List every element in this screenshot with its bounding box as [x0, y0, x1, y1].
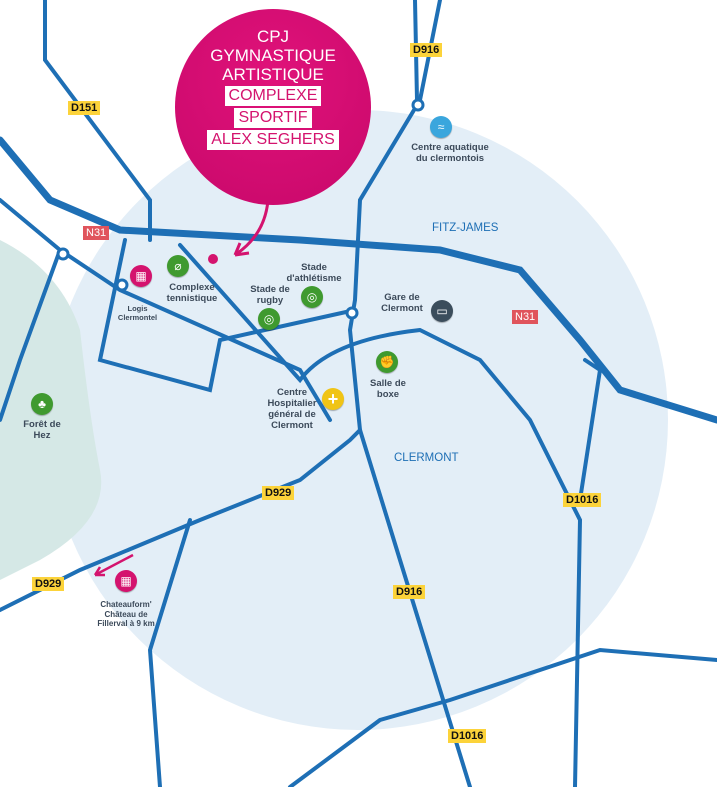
bubble-title: CPJ [256, 27, 290, 46]
poi-label-aquatique: Centre aquatique du clermontois [411, 142, 489, 164]
area-clermont: CLERMONT [394, 452, 459, 464]
bubble-title: ARTISTIQUE [222, 65, 324, 84]
hotel-icon[interactable]: ▦ [130, 265, 152, 287]
poi-label-athletisme: Stade d'athlétisme [286, 262, 342, 284]
bubble-subtitle: SPORTIF [234, 108, 312, 128]
poi-label-logis: Logis Clermontel [117, 304, 158, 322]
train-icon[interactable]: ▭ [431, 300, 453, 322]
plus-icon[interactable]: + [322, 388, 344, 410]
road [97, 238, 357, 393]
arrow-icon [233, 199, 270, 257]
tree-icon[interactable]: ♣ [31, 393, 53, 415]
road-label-d916: D916 [393, 585, 426, 599]
road [0, 248, 62, 422]
bubble-subtitle: COMPLEXE [224, 86, 322, 106]
d929-road [0, 428, 362, 612]
road-label-n31: N31 [512, 310, 539, 324]
poi-label-tennis: Complexe tennistique [166, 282, 218, 304]
area-fitz-james: FITZ-JAMES [432, 222, 499, 234]
bubble-title: GYMNASTIQUE [210, 46, 336, 65]
hotel-icon[interactable]: ▦ [115, 570, 137, 592]
arrow-icon [93, 553, 134, 577]
swimmer-icon[interactable]: ≈ [430, 116, 452, 138]
bubble-subtitle: ALEX SEGHERS [207, 130, 339, 150]
road-label-d1016: D1016 [448, 729, 487, 743]
venue-marker [208, 254, 218, 264]
road [288, 647, 717, 787]
poi-label-gare: Gare de Clermont [381, 292, 423, 314]
poi-label-chateau: Chateauform' Château de Fillerval à 9 km [97, 600, 155, 628]
road [578, 358, 603, 502]
road [147, 518, 192, 787]
road-label-d929: D929 [32, 577, 65, 591]
stadium-icon[interactable]: ◎ [301, 286, 323, 308]
road-label-d929: D929 [262, 486, 295, 500]
boxing-glove-icon[interactable]: ✊ [376, 351, 398, 373]
stadium-icon[interactable]: ◎ [258, 308, 280, 330]
n31-road [0, 136, 717, 424]
poi-label-hopital: Centre Hospitalier général de Clermont [267, 387, 317, 431]
road-label-d151: D151 [68, 101, 101, 115]
road-label-d1016: D1016 [563, 493, 602, 507]
tennis-icon[interactable]: ⌀ [167, 255, 189, 277]
poi-label-rugby: Stade de rugby [250, 284, 290, 306]
d151-road [43, 0, 152, 242]
road-label-d916: D916 [410, 43, 443, 57]
road-label-n31: N31 [83, 226, 110, 240]
poi-label-foret: Forêt de Hez [23, 419, 61, 441]
poi-label-boxe: Salle de boxe [370, 378, 406, 400]
d1016-road [178, 243, 583, 787]
